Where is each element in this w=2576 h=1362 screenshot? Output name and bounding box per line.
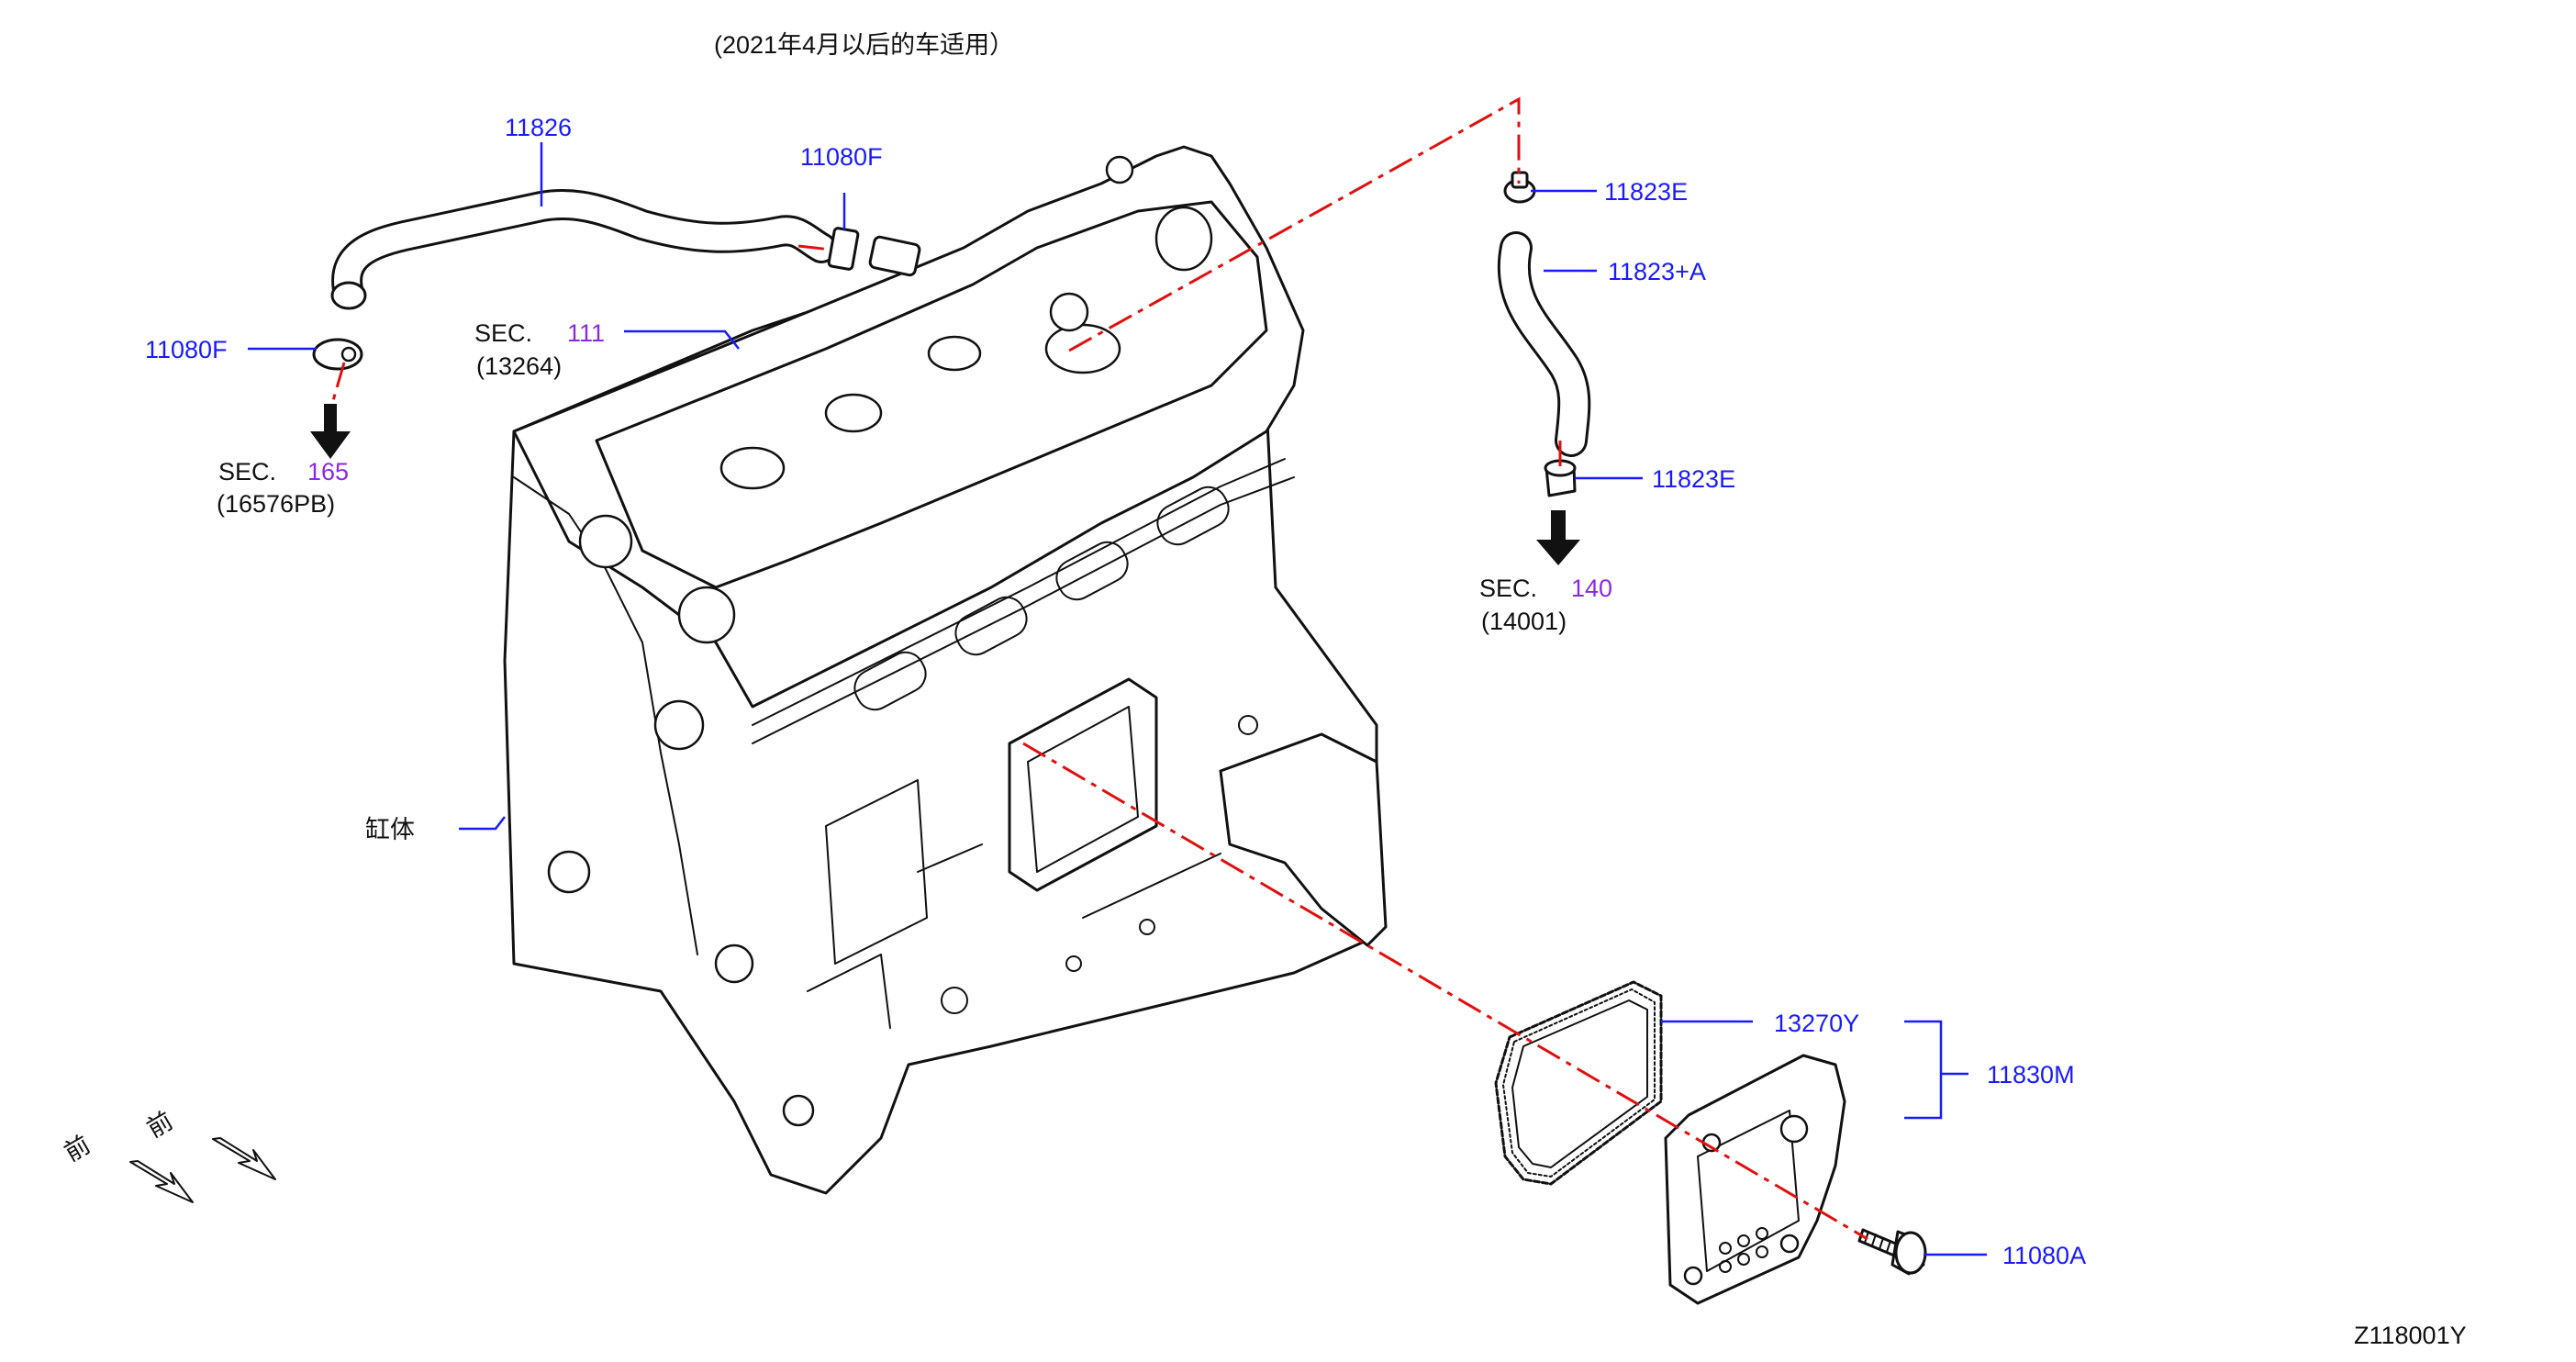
part-label-11823a: 11823+A: [1608, 258, 1706, 285]
part-label-11080f-top: 11080F: [800, 143, 883, 171]
hose-11823a-drawing: [1497, 171, 1591, 565]
part-label-13270y: 13270Y: [1774, 1010, 1859, 1037]
part-label-11080f-left: 11080F: [145, 336, 228, 363]
front-label-1: 前: [60, 1131, 95, 1167]
centerlines: [330, 96, 1868, 1241]
header-note: (2021年4月以后的车适用）: [714, 31, 1014, 59]
part-label-11823e-bottom: 11823E: [1652, 465, 1735, 493]
sec-140-prefix: SEC.: [1479, 575, 1537, 602]
separator-11830m-drawing: [1664, 1054, 1846, 1305]
engine-block-drawing: [503, 145, 1388, 1195]
sec-140-number: 140: [1571, 575, 1612, 602]
leader-lines: [248, 142, 1987, 1256]
diagram-id: Z118001Y: [2354, 1322, 2467, 1349]
sec-111-number: 111: [567, 319, 605, 347]
gasket-13270y-drawing: [1494, 980, 1663, 1186]
sec-165-sub: (16576PB): [217, 490, 335, 518]
sec-111-prefix: SEC.: [474, 319, 532, 347]
bolt-11080a-drawing: [1857, 1228, 1927, 1276]
block-label: 缸体: [365, 816, 415, 843]
part-label-11830m: 11830M: [1987, 1061, 2075, 1088]
part-label-11080a: 11080A: [2002, 1242, 2086, 1269]
front-label-2: 前: [142, 1107, 177, 1143]
part-label-11823e-top: 11823E: [1604, 178, 1688, 206]
sec-140-sub: (14001): [1481, 608, 1567, 635]
part-label-11826: 11826: [505, 114, 572, 141]
front-direction-arrows: [129, 1137, 276, 1203]
sec-111-sub: (13264): [476, 352, 562, 380]
sec-165-prefix: SEC.: [218, 458, 276, 486]
sec-165-number: 165: [307, 458, 349, 486]
hose-11826-drawing: [310, 188, 921, 459]
